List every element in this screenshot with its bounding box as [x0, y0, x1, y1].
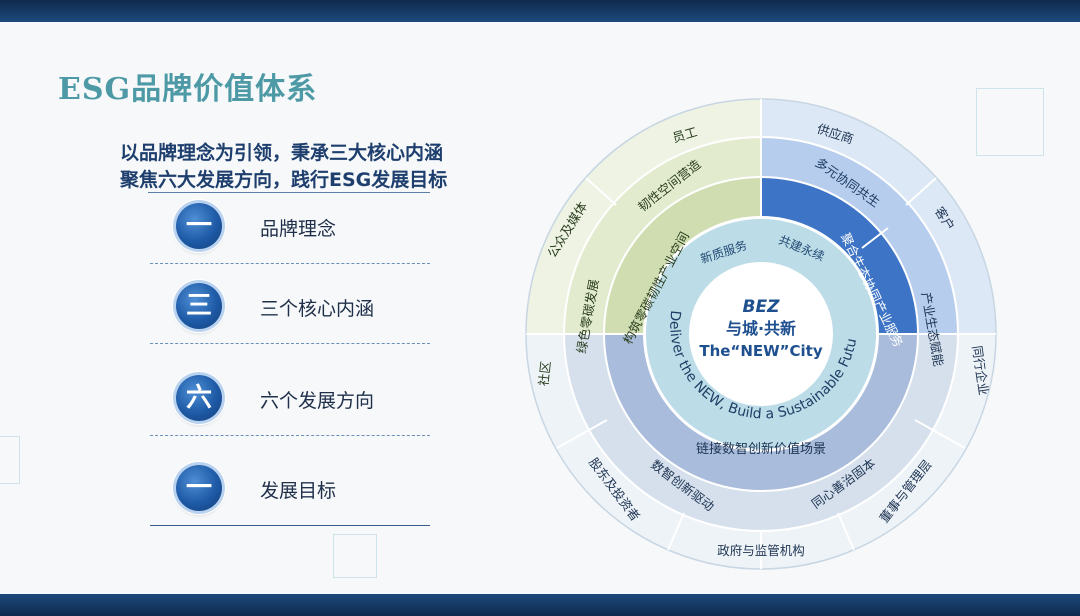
subtitle-line-2: 聚焦六大发展方向，践行ESG发展目标 [120, 169, 448, 191]
bottom-bar [0, 594, 1080, 616]
numeral-badge: 一 [176, 465, 222, 511]
numeral-badge: 一 [176, 203, 222, 249]
subtitle-underline [148, 192, 430, 193]
center-english: The“NEW”City [699, 342, 822, 360]
decor-square [0, 436, 20, 484]
stakeholder-community: 社区 [536, 360, 554, 386]
stakeholder-peers: 同行企业 [970, 345, 992, 397]
subtitle-line-1: 以品牌理念为引领，秉承三大核心内涵 [120, 142, 444, 164]
list-item: 三 三个核心内涵 [150, 276, 430, 344]
decor-square [333, 534, 377, 578]
row-divider [150, 435, 430, 436]
list-item: 六 六个发展方向 [150, 368, 430, 436]
stakeholder-staff: 员工 [671, 124, 699, 145]
top-bar [0, 0, 1080, 22]
list-item: 一 发展目标 [150, 458, 430, 526]
direction-bottom-inner: 链接数智创新价值场景 [696, 441, 826, 457]
center-tagline: 与城·共新 [726, 319, 796, 338]
segment-separators [526, 99, 996, 569]
numeral-badge: 三 [176, 283, 222, 329]
core-center [689, 262, 833, 406]
decor-square [976, 88, 1044, 156]
list-item: 一 品牌理念 [150, 196, 430, 264]
item-label: 发展目标 [260, 480, 337, 502]
numeral-badge: 六 [176, 375, 222, 421]
item-label: 六个发展方向 [260, 390, 375, 412]
center-title: BEZ [743, 297, 781, 317]
row-divider [150, 343, 430, 344]
page-title: ESG品牌价值体系 [58, 72, 318, 107]
item-label: 品牌理念 [260, 218, 337, 240]
row-divider [150, 525, 430, 526]
stakeholder-government: 政府与监管机构 [717, 543, 805, 558]
item-label: 三个核心内涵 [260, 298, 375, 320]
row-divider [150, 263, 430, 264]
